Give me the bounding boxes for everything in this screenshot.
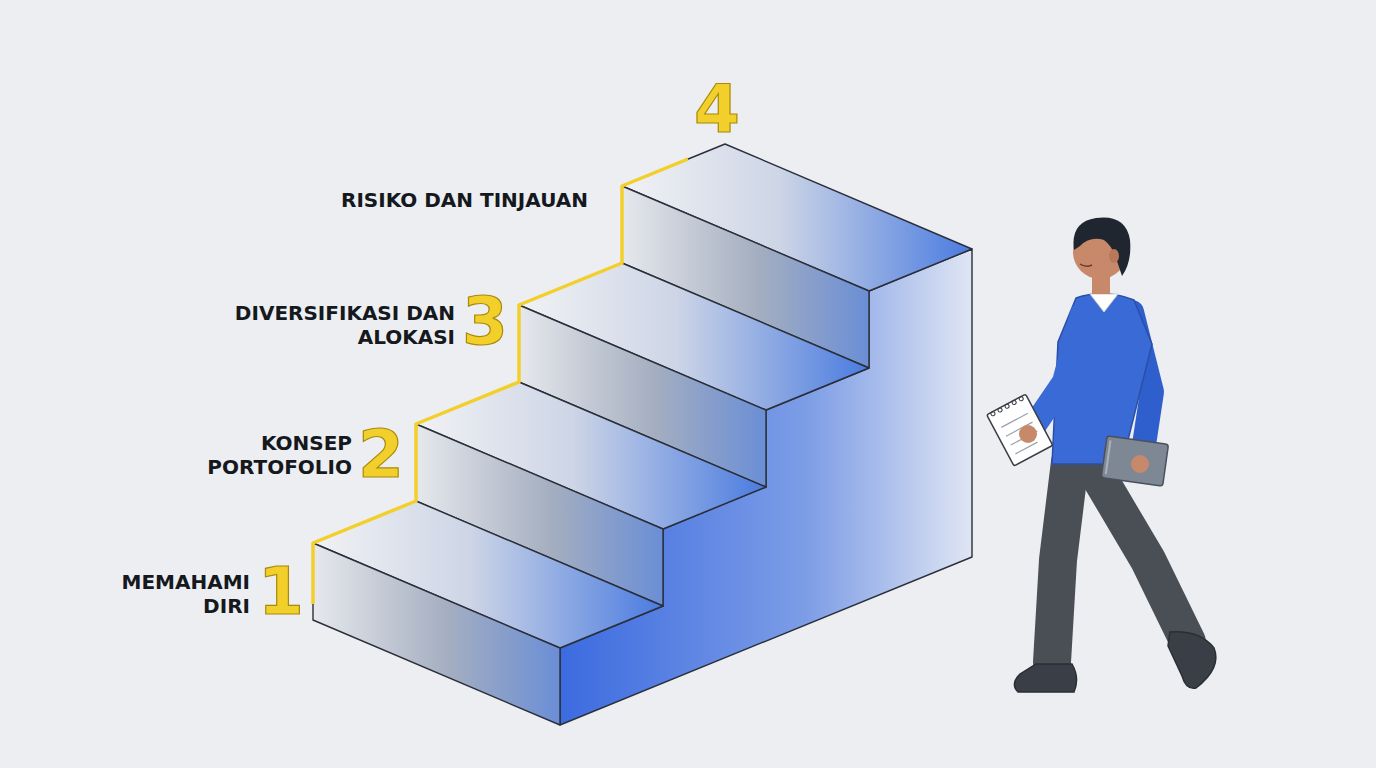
step-number: 4 bbox=[694, 77, 740, 143]
person-leg bbox=[1090, 462, 1188, 642]
step-label: DIVERSIFIKASI DAN ALOKASI bbox=[205, 301, 455, 349]
notepad bbox=[987, 394, 1053, 466]
step-label: MEMAHAMI DIRI bbox=[100, 570, 250, 618]
person-hair bbox=[1073, 217, 1130, 276]
step-number: 2 bbox=[358, 422, 404, 488]
notepad-spiral bbox=[1019, 396, 1024, 401]
notepad-spiral bbox=[1011, 400, 1016, 405]
person-smile bbox=[1080, 264, 1092, 266]
progress-line bbox=[313, 159, 688, 604]
person-collar bbox=[1090, 294, 1118, 312]
person-shoe bbox=[1168, 632, 1216, 688]
notepad-spiral bbox=[997, 407, 1002, 412]
notepad-spiral bbox=[1004, 404, 1009, 409]
person-shoe bbox=[1014, 664, 1076, 692]
person-hand bbox=[1019, 425, 1037, 443]
step-number: 3 bbox=[462, 289, 508, 355]
person-ear bbox=[1109, 249, 1119, 263]
stair-riser bbox=[313, 543, 560, 725]
notepad-spiral bbox=[990, 411, 995, 416]
step-label: RISIKO DAN TINJAUAN bbox=[341, 188, 588, 212]
person-arm bbox=[1034, 314, 1082, 426]
staircase bbox=[313, 144, 972, 725]
person-hand bbox=[1131, 455, 1149, 473]
person-leg bbox=[1052, 462, 1070, 662]
book bbox=[1101, 436, 1168, 486]
walking-person bbox=[987, 217, 1216, 692]
step-number: 1 bbox=[258, 559, 304, 625]
step-label: KONSEP PORTOFOLIO bbox=[182, 431, 352, 479]
